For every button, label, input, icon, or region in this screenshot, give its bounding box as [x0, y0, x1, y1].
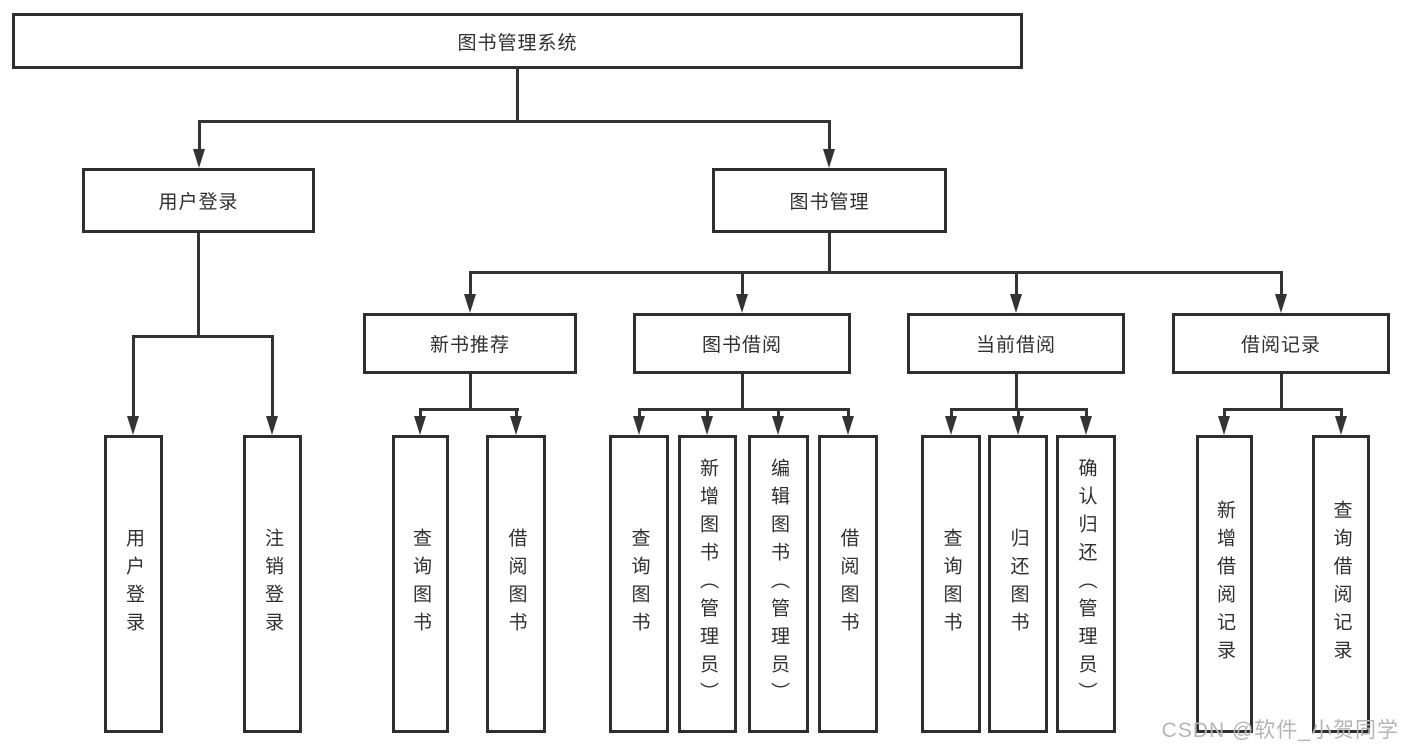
- leaf-label: 注销登录: [262, 528, 283, 640]
- connector-arrow-shaft: [1017, 408, 1020, 418]
- leaf-label: 查询借阅记录: [1330, 500, 1352, 668]
- arrowhead-down-icon: [842, 416, 854, 435]
- arrowhead-down-icon: [1218, 416, 1230, 435]
- leaf-current-query-books: 查询图书: [921, 435, 981, 733]
- connector-level1-split: [198, 120, 831, 123]
- node-current-borrow: 当前借阅: [907, 313, 1125, 374]
- connector-user-login-split: [132, 335, 274, 338]
- connector-arrow-shaft: [419, 408, 422, 418]
- leaf-label: 新增借阅记录: [1214, 500, 1235, 668]
- leaf-recommend-query-books: 查询图书: [392, 435, 449, 733]
- connector-arrow-shaft: [515, 408, 518, 418]
- leaf-label: 查询图书: [628, 528, 650, 640]
- arrowhead-down-icon: [1010, 294, 1022, 313]
- connector-recommend-stem: [469, 374, 472, 411]
- leaf-return-books: 归还图书: [988, 435, 1048, 733]
- csdn-watermark: CSDN @软件_小贺同学: [1161, 719, 1399, 742]
- connector-arrow-shaft: [741, 271, 744, 296]
- arrowhead-down-icon: [701, 416, 713, 435]
- connector-borrow-split: [638, 408, 850, 411]
- connector-book-mgmt-stem: [828, 233, 831, 274]
- connector-arrow-shaft: [469, 271, 472, 296]
- connector-level2-split: [469, 271, 1283, 274]
- connector-arrow-shaft: [132, 335, 135, 417]
- connector-arrow-shaft: [777, 408, 780, 418]
- leaf-edit-books-admin: 编辑图书（管理员）: [748, 435, 809, 733]
- arrowhead-down-icon: [1335, 416, 1347, 435]
- arrowhead-down-icon: [633, 416, 645, 435]
- connector-arrow-shaft: [950, 408, 953, 418]
- arrowhead-down-icon: [736, 294, 748, 313]
- connector-records-stem: [1280, 374, 1283, 411]
- leaf-label: 查询图书: [410, 528, 431, 640]
- connector-arrow-shaft: [1280, 271, 1283, 296]
- node-new-book-recommend: 新书推荐: [363, 313, 577, 374]
- arrowhead-down-icon: [945, 416, 957, 435]
- connector-arrow-shaft: [828, 120, 831, 150]
- connector-recommend-split: [419, 408, 519, 411]
- node-user-login: 用户登录: [82, 168, 315, 233]
- leaf-recommend-borrow-books: 借阅图书: [486, 435, 546, 733]
- leaf-label: 编辑图书（管理员）: [768, 458, 789, 710]
- leaf-query-borrow-record: 查询借阅记录: [1312, 435, 1370, 733]
- leaf-label: 确认归还（管理员）: [1075, 458, 1097, 710]
- node-root: 图书管理系统: [12, 13, 1023, 69]
- leaf-add-books-admin: 新增图书（管理员）: [678, 435, 737, 733]
- connector-root-stem: [516, 67, 519, 123]
- leaf-user-login: 用户登录: [104, 435, 163, 733]
- connector-arrow-shaft: [1085, 408, 1088, 418]
- node-borrow-records: 借阅记录: [1172, 313, 1390, 374]
- arrowhead-down-icon: [193, 149, 205, 168]
- arrowhead-down-icon: [1012, 416, 1024, 435]
- arrowhead-down-icon: [414, 416, 426, 435]
- arrowhead-down-icon: [266, 416, 278, 435]
- leaf-label: 归还图书: [1007, 528, 1029, 640]
- connector-arrow-shaft: [638, 408, 641, 418]
- connector-arrow-shaft: [271, 335, 274, 417]
- leaf-add-borrow-record: 新增借阅记录: [1196, 435, 1253, 733]
- connector-arrow-shaft: [198, 120, 201, 150]
- connector-arrow-shaft: [1223, 408, 1226, 418]
- leaf-label: 新增图书（管理员）: [697, 458, 718, 710]
- leaf-label: 查询图书: [940, 528, 962, 640]
- connector-arrow-shaft: [847, 408, 850, 418]
- connector-current-stem: [1015, 374, 1018, 411]
- arrowhead-down-icon: [1080, 416, 1092, 435]
- arrowhead-down-icon: [1275, 294, 1287, 313]
- connector-records-split: [1223, 408, 1343, 411]
- leaf-label: 借阅图书: [837, 528, 859, 640]
- arrowhead-down-icon: [772, 416, 784, 435]
- node-book-management: 图书管理: [712, 168, 947, 233]
- connector-arrow-shaft: [1340, 408, 1343, 418]
- arrowhead-down-icon: [464, 294, 476, 313]
- arrowhead-down-icon: [127, 416, 139, 435]
- leaf-logout: 注销登录: [243, 435, 302, 733]
- leaf-label: 用户登录: [123, 528, 144, 640]
- leaf-borrow-query-books: 查询图书: [609, 435, 669, 733]
- leaf-label: 借阅图书: [505, 528, 527, 640]
- connector-arrow-shaft: [706, 408, 709, 418]
- connector-user-login-stem: [197, 233, 200, 338]
- arrowhead-down-icon: [510, 416, 522, 435]
- connector-arrow-shaft: [1015, 271, 1018, 296]
- node-book-borrow: 图书借阅: [633, 313, 851, 374]
- connector-borrow-stem: [741, 374, 744, 411]
- leaf-borrow-books: 借阅图书: [818, 435, 878, 733]
- leaf-confirm-return-admin: 确认归还（管理员）: [1056, 435, 1116, 733]
- arrowhead-down-icon: [823, 149, 835, 168]
